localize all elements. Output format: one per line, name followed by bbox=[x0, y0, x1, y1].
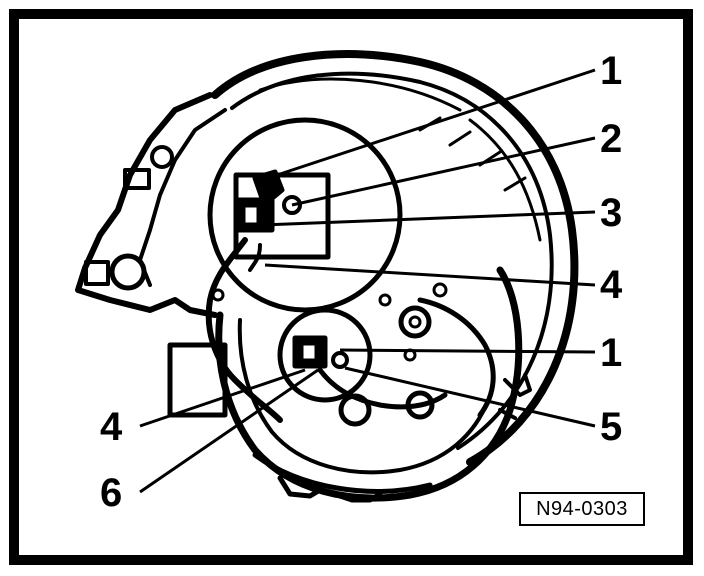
upper-wire-harness bbox=[205, 237, 283, 423]
housing-body-inner bbox=[237, 318, 490, 475]
fuel-sender-illustration bbox=[75, 50, 579, 503]
leader-2 bbox=[291, 136, 596, 207]
housing-body bbox=[215, 266, 523, 502]
leader-4-lower bbox=[139, 368, 306, 428]
leader-5 bbox=[344, 366, 596, 428]
callout-label: 2 bbox=[600, 117, 622, 161]
callout-leaders bbox=[139, 68, 596, 494]
right-boss-inner bbox=[408, 315, 422, 329]
lower-hose bbox=[417, 297, 496, 418]
housing-rib bbox=[258, 77, 542, 242]
leader-3 bbox=[261, 210, 596, 227]
mount-bolt-lower bbox=[109, 253, 147, 291]
callout-label: 3 bbox=[600, 191, 622, 235]
callout-label: 6 bbox=[100, 471, 122, 515]
callout-label: 4 bbox=[600, 263, 623, 307]
leader-6 bbox=[139, 368, 319, 494]
mount-bolt-upper bbox=[150, 145, 174, 169]
callout-label: 5 bbox=[600, 405, 622, 449]
small-bolt-1 bbox=[378, 293, 392, 307]
small-bolt-2 bbox=[432, 282, 448, 298]
callout-label: 4 bbox=[100, 405, 123, 449]
outer-frame bbox=[9, 9, 693, 565]
lower-plug-face bbox=[300, 342, 318, 362]
right-boss bbox=[398, 305, 432, 339]
lower-fitting-left bbox=[338, 393, 372, 427]
right-flange bbox=[498, 373, 532, 420]
housing-outer-ring bbox=[211, 50, 579, 466]
side-block bbox=[167, 342, 228, 418]
small-bolt-4 bbox=[211, 288, 225, 302]
callout-labels: 1 2 3 4 1 4 5 6 bbox=[100, 49, 623, 515]
mount-clip bbox=[123, 168, 151, 190]
lower-fitting-right bbox=[405, 390, 435, 420]
callout-label: 1 bbox=[600, 331, 622, 375]
leader-4-upper bbox=[264, 263, 596, 287]
mount-tab bbox=[84, 260, 110, 286]
lower-terminal bbox=[331, 351, 349, 369]
reference-code-box: N94-0303 bbox=[519, 492, 645, 526]
upper-window bbox=[207, 117, 403, 313]
lower-window bbox=[277, 307, 373, 403]
base-flange bbox=[252, 452, 433, 503]
callout-label: 1 bbox=[600, 49, 622, 93]
upper-wire-harness-2 bbox=[248, 243, 262, 272]
upper-clip bbox=[252, 169, 285, 203]
upper-terminal bbox=[282, 195, 302, 215]
housing-rib-2 bbox=[418, 116, 527, 192]
upper-plug-face bbox=[242, 204, 260, 226]
housing-inner-ring bbox=[230, 71, 554, 450]
leader-1-lower bbox=[339, 348, 596, 354]
leader-1-upper bbox=[267, 68, 596, 180]
reference-code: N94-0303 bbox=[536, 497, 628, 520]
